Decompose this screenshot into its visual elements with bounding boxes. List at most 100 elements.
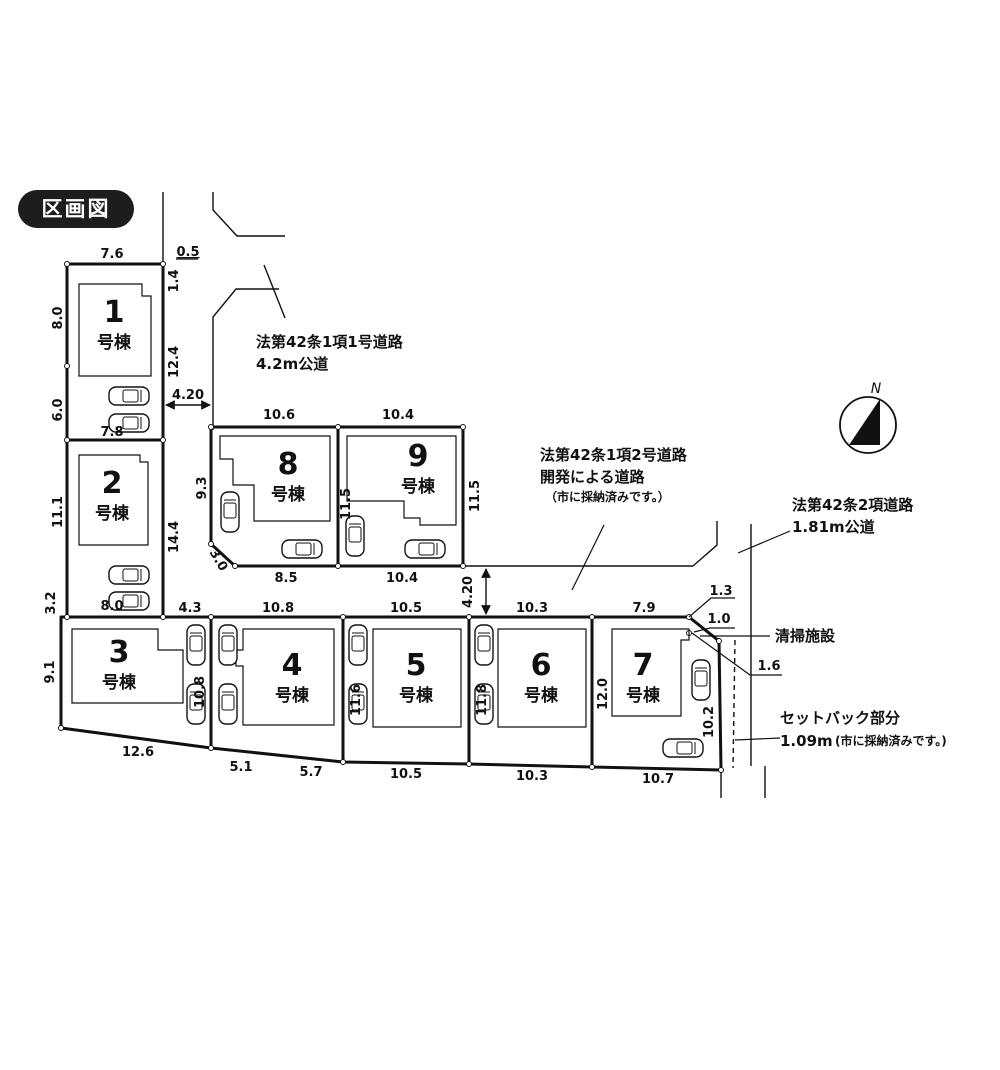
dim-label: 11.5 <box>339 488 354 520</box>
dim-label: 4.3 <box>178 601 201 616</box>
car <box>691 659 711 701</box>
lot-9-label: 号棟 <box>401 476 436 497</box>
car <box>474 624 494 666</box>
setback-line2: 1.09m <box>780 732 833 750</box>
dim-label: 10.8 <box>193 676 208 708</box>
north-label: N <box>871 381 882 397</box>
road-2-line3: （市に採納済みです。） <box>545 489 670 504</box>
dim-label: 9.1 <box>43 660 58 683</box>
dim-label: 12.4 <box>167 346 182 378</box>
lot-labels: 1 号棟 2 号棟 3 号棟 4 号棟 5 号棟 6 号棟 7 号棟 8 号棟 … <box>95 295 661 706</box>
facility-label: 清掃施設 <box>775 627 836 645</box>
dim-label: 4.20 <box>172 388 204 403</box>
building-7 <box>611 628 690 717</box>
lot-2-number: 2 <box>102 466 123 501</box>
dim-label: 1.3 <box>709 584 732 599</box>
lot-8-number: 8 <box>278 447 299 482</box>
car <box>218 624 238 666</box>
road-notes: 法第42条1項1号道路 4.2m公道 法第42条1項2号道路 開発による道路 （… <box>256 333 947 750</box>
dim-label: 7.6 <box>100 247 123 262</box>
dim-label: 14.4 <box>167 521 182 553</box>
car <box>662 738 704 758</box>
building-3 <box>71 628 184 704</box>
dim-label: 10.7 <box>642 772 674 787</box>
car <box>186 624 206 666</box>
dimension-labels: 7.6 0.5 1.4 8.0 12.4 6.0 7.8 4.20 11.1 1… <box>43 245 781 787</box>
dim-label: 10.4 <box>386 571 418 586</box>
car <box>281 539 323 559</box>
dim-label: 10.2 <box>702 706 717 738</box>
lot-7-number: 7 <box>633 648 654 683</box>
lot-1-label: 号棟 <box>97 332 132 353</box>
dim-label: 11.1 <box>51 496 66 528</box>
car <box>345 515 365 557</box>
car <box>348 624 368 666</box>
lot-2-label: 号棟 <box>95 503 130 524</box>
dim-label: 3.2 <box>44 591 59 614</box>
dim-label: 7.9 <box>632 601 655 616</box>
road-3-line1: 法第42条2項道路 <box>792 496 914 514</box>
dim-label: 1.6 <box>757 659 780 674</box>
dim-label: 10.5 <box>390 601 422 616</box>
lot-3-label: 号棟 <box>102 672 137 693</box>
dim-label: 5.1 <box>229 760 252 775</box>
setback-line2-note: (市に採納済みです。) <box>835 733 947 748</box>
dim-label: 12.0 <box>596 678 611 710</box>
dim-label: 9.3 <box>195 476 210 499</box>
lot-6-number: 6 <box>531 648 552 683</box>
dim-label: 8.0 <box>100 599 123 614</box>
dim-label: 4.20 <box>461 576 476 608</box>
building-4 <box>235 628 335 726</box>
dim-label: 11.5 <box>468 480 483 512</box>
building-6 <box>497 628 587 728</box>
dim-label: 10.3 <box>516 601 548 616</box>
lot-5-label: 号棟 <box>399 685 434 706</box>
road-1-line2: 4.2m公道 <box>256 355 328 373</box>
dim-label: 10.6 <box>263 408 295 423</box>
lot-8-label: 号棟 <box>271 484 306 505</box>
dim-label: 8.5 <box>274 571 297 586</box>
dim-label: 11.6 <box>349 684 364 716</box>
lot-1-number: 1 <box>104 295 125 330</box>
lot-4-number: 4 <box>282 648 303 683</box>
car <box>220 491 240 533</box>
dim-label: 0.5 <box>176 245 199 260</box>
dim-label: 10.8 <box>262 601 294 616</box>
dimension-arrows <box>165 400 491 615</box>
lot-7-label: 号棟 <box>626 685 661 706</box>
dim-label: 8.0 <box>51 306 66 329</box>
car <box>108 565 150 585</box>
building-8 <box>219 435 331 522</box>
lot-4-label: 号棟 <box>275 685 310 706</box>
building-1 <box>78 283 152 377</box>
leader-lines <box>176 258 791 741</box>
building-2 <box>78 454 149 546</box>
building-9 <box>346 435 457 526</box>
dim-label: 1.4 <box>167 269 182 292</box>
road-3-line2: 1.81m公道 <box>792 518 875 536</box>
car <box>404 539 446 559</box>
car <box>108 386 150 406</box>
lot-9-number: 9 <box>408 439 429 474</box>
dim-label: 7.8 <box>100 425 123 440</box>
road-1-line1: 法第42条1項1号道路 <box>256 333 404 351</box>
dim-label: 3.0 <box>206 547 231 574</box>
building-5 <box>372 628 462 728</box>
dim-label: 10.4 <box>382 408 414 423</box>
dim-label: 5.7 <box>299 765 322 780</box>
dim-label: 11.8 <box>475 684 490 716</box>
road-2-line1: 法第42条1項2号道路 <box>540 446 688 464</box>
road-2-line2: 開発による道路 <box>540 468 646 486</box>
lot-7-boundary <box>590 615 723 772</box>
north-arrow: N <box>839 381 897 454</box>
lot-3-number: 3 <box>109 635 130 670</box>
dim-label: 1.0 <box>707 612 730 627</box>
dim-label: 10.5 <box>390 767 422 782</box>
dim-label: 12.6 <box>122 745 154 760</box>
lot-6-label: 号棟 <box>524 685 559 706</box>
lot-5-number: 5 <box>406 648 427 683</box>
car <box>218 683 238 725</box>
title-badge: 区画図 <box>18 190 134 228</box>
dim-label: 6.0 <box>51 398 66 421</box>
